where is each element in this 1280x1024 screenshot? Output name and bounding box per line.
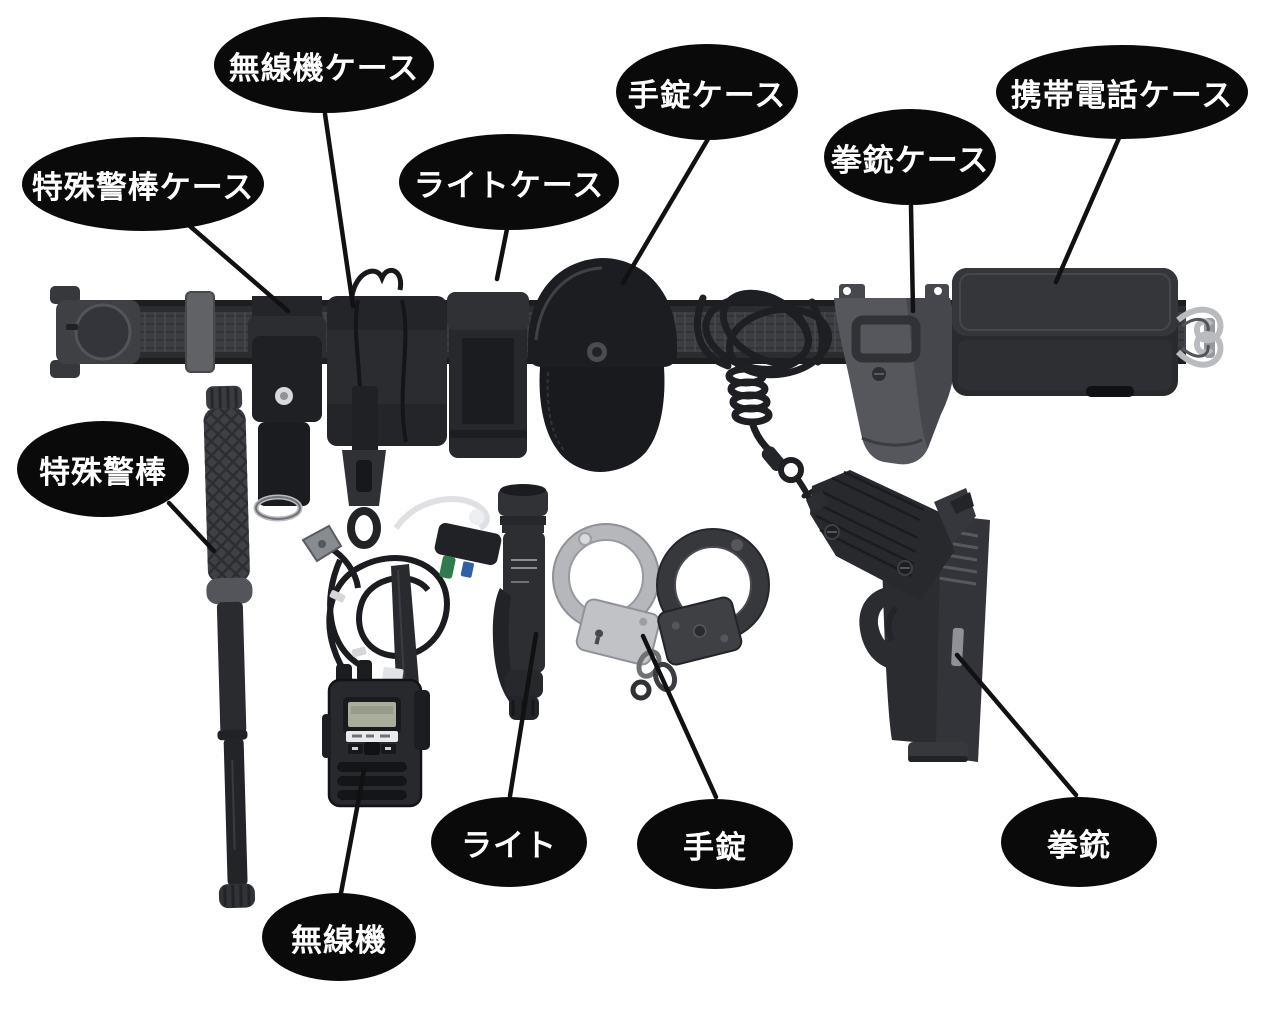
leader-line-pistol-case (908, 203, 916, 314)
light-case (447, 292, 529, 458)
belt-buckle (50, 286, 140, 378)
leader-line-light-case (494, 226, 510, 282)
leader-line-handcuffs (640, 633, 719, 800)
leader-line-phone-case (1053, 135, 1122, 285)
radio-cable (301, 496, 502, 682)
leader-line-pistol (954, 652, 1079, 798)
callout-baton-case: 特殊警棒ケース (22, 137, 264, 231)
callout-light: ライト (431, 797, 587, 887)
callout-light-case: ライトケース (399, 134, 619, 230)
earpiece-tube (393, 496, 490, 531)
phone-case (952, 268, 1224, 397)
leader-line-baton-case (181, 218, 291, 314)
pistol-holster (834, 284, 954, 465)
callout-phone-case: 携帯電話ケース (996, 45, 1248, 139)
belt-end-scroll-ornament (1175, 306, 1224, 368)
belt-keeper (185, 291, 215, 373)
leader-line-light (507, 631, 539, 799)
flashlight (492, 484, 548, 720)
callout-radio-case: 無線機ケース (214, 17, 434, 113)
radio (322, 564, 430, 808)
leader-line-radio-case (322, 111, 356, 309)
baton (203, 385, 256, 909)
leader-line-radio (338, 768, 367, 896)
callout-radio: 無線機 (262, 893, 416, 981)
callout-handcuff-case: 手錠ケース (616, 44, 798, 140)
callout-baton: 特殊警棒 (17, 421, 189, 517)
baton-case (248, 296, 326, 522)
coiled-lanyard (693, 289, 833, 511)
callout-pistol: 拳銃 (1001, 797, 1157, 887)
speaker-mic (434, 522, 502, 566)
callout-handcuffs: 手錠 (637, 799, 793, 889)
leader-line-handcuff-case (620, 136, 711, 286)
radio-case (327, 267, 447, 549)
leader-line-baton (166, 500, 217, 554)
callout-pistol-case: 拳銃ケース (824, 109, 996, 205)
pistol (806, 470, 990, 762)
handcuff-case (528, 258, 677, 472)
